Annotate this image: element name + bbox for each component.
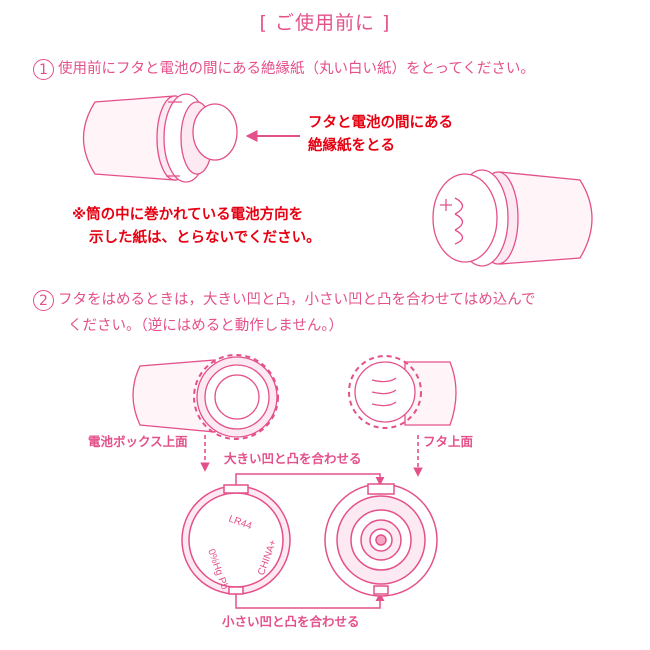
label-small-notch: 小さい凹と凸を合わせる <box>222 614 360 629</box>
device-cap-illustration <box>354 361 457 426</box>
note-text: ※筒の中に巻かれている電池方向を 示した紙は、とらないでください。 <box>72 204 321 250</box>
device-inside-view-illustration <box>432 169 593 267</box>
step2-number-badge: 2 <box>33 289 54 311</box>
step1-text: 使用前にフタと電池の間にある絶縁紙（丸い白い紙）をとってください。 <box>58 61 535 77</box>
step2-text-line2: ください。（逆にはめると動作しません。） <box>68 318 344 334</box>
step1-number-badge: 1 <box>33 58 54 80</box>
label-cap: フタ上面 <box>423 434 474 449</box>
label-battery-box: 電池ボックス上面 <box>88 434 188 449</box>
step2-text-line1: フタをはめるときは，大きい凹と凸，小さい凹と凸を合わせてはめ込んで <box>58 292 536 308</box>
device-open-top-illustration <box>82 93 238 183</box>
note-line-1: ※筒の中に巻かれている電池方向を <box>72 207 304 223</box>
device-battery-box-illustration <box>132 356 278 438</box>
cap-face-diagram <box>324 483 438 597</box>
battery-box-highlight-circle <box>193 354 279 440</box>
battery-face-diagram <box>181 484 291 595</box>
cap-highlight-circle <box>348 355 422 429</box>
page-title: [ ご使用前に ] <box>259 12 391 34</box>
label-large-notch: 大きい凹と凸を合わせる <box>224 451 362 466</box>
note-line-2: 示した紙は、とらないでください。 <box>89 230 321 246</box>
callout-line-1: フタと電池の間にある <box>308 115 453 131</box>
callout-text: フタと電池の間にある 絶縁紙をとる <box>308 112 453 158</box>
callout-line-2: 絶縁紙をとる <box>308 138 395 154</box>
